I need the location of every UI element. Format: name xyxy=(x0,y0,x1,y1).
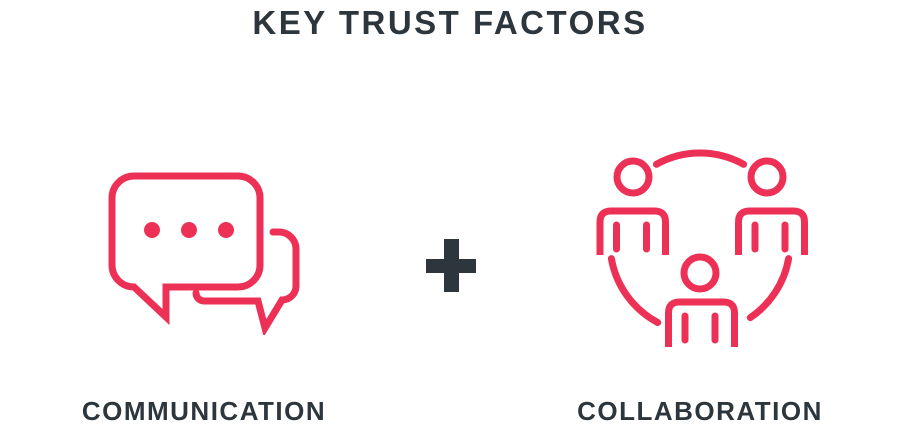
person-head xyxy=(747,157,787,197)
connector-arc-top xyxy=(652,149,748,168)
people-network-icon xyxy=(596,149,808,347)
person-shoulders xyxy=(665,298,738,347)
connector-arc-right xyxy=(746,255,793,322)
person-head xyxy=(613,157,653,197)
person-shoulders xyxy=(596,207,669,255)
connector-arc-left xyxy=(607,255,662,326)
page-title: KEY TRUST FACTORS xyxy=(252,4,648,41)
ellipsis-dot xyxy=(144,222,160,238)
back-bubble-outline xyxy=(192,228,300,335)
person-head xyxy=(680,253,720,293)
ellipsis-dot xyxy=(181,222,197,238)
person-shoulders xyxy=(735,207,808,255)
chat-bubbles-icon xyxy=(108,172,300,335)
collaboration-label: COLLABORATION xyxy=(577,396,823,426)
plus-icon xyxy=(426,239,476,292)
communication-label: COMMUNICATION xyxy=(81,396,327,426)
ellipsis-dot xyxy=(218,222,234,238)
front-bubble-outline xyxy=(108,172,264,326)
